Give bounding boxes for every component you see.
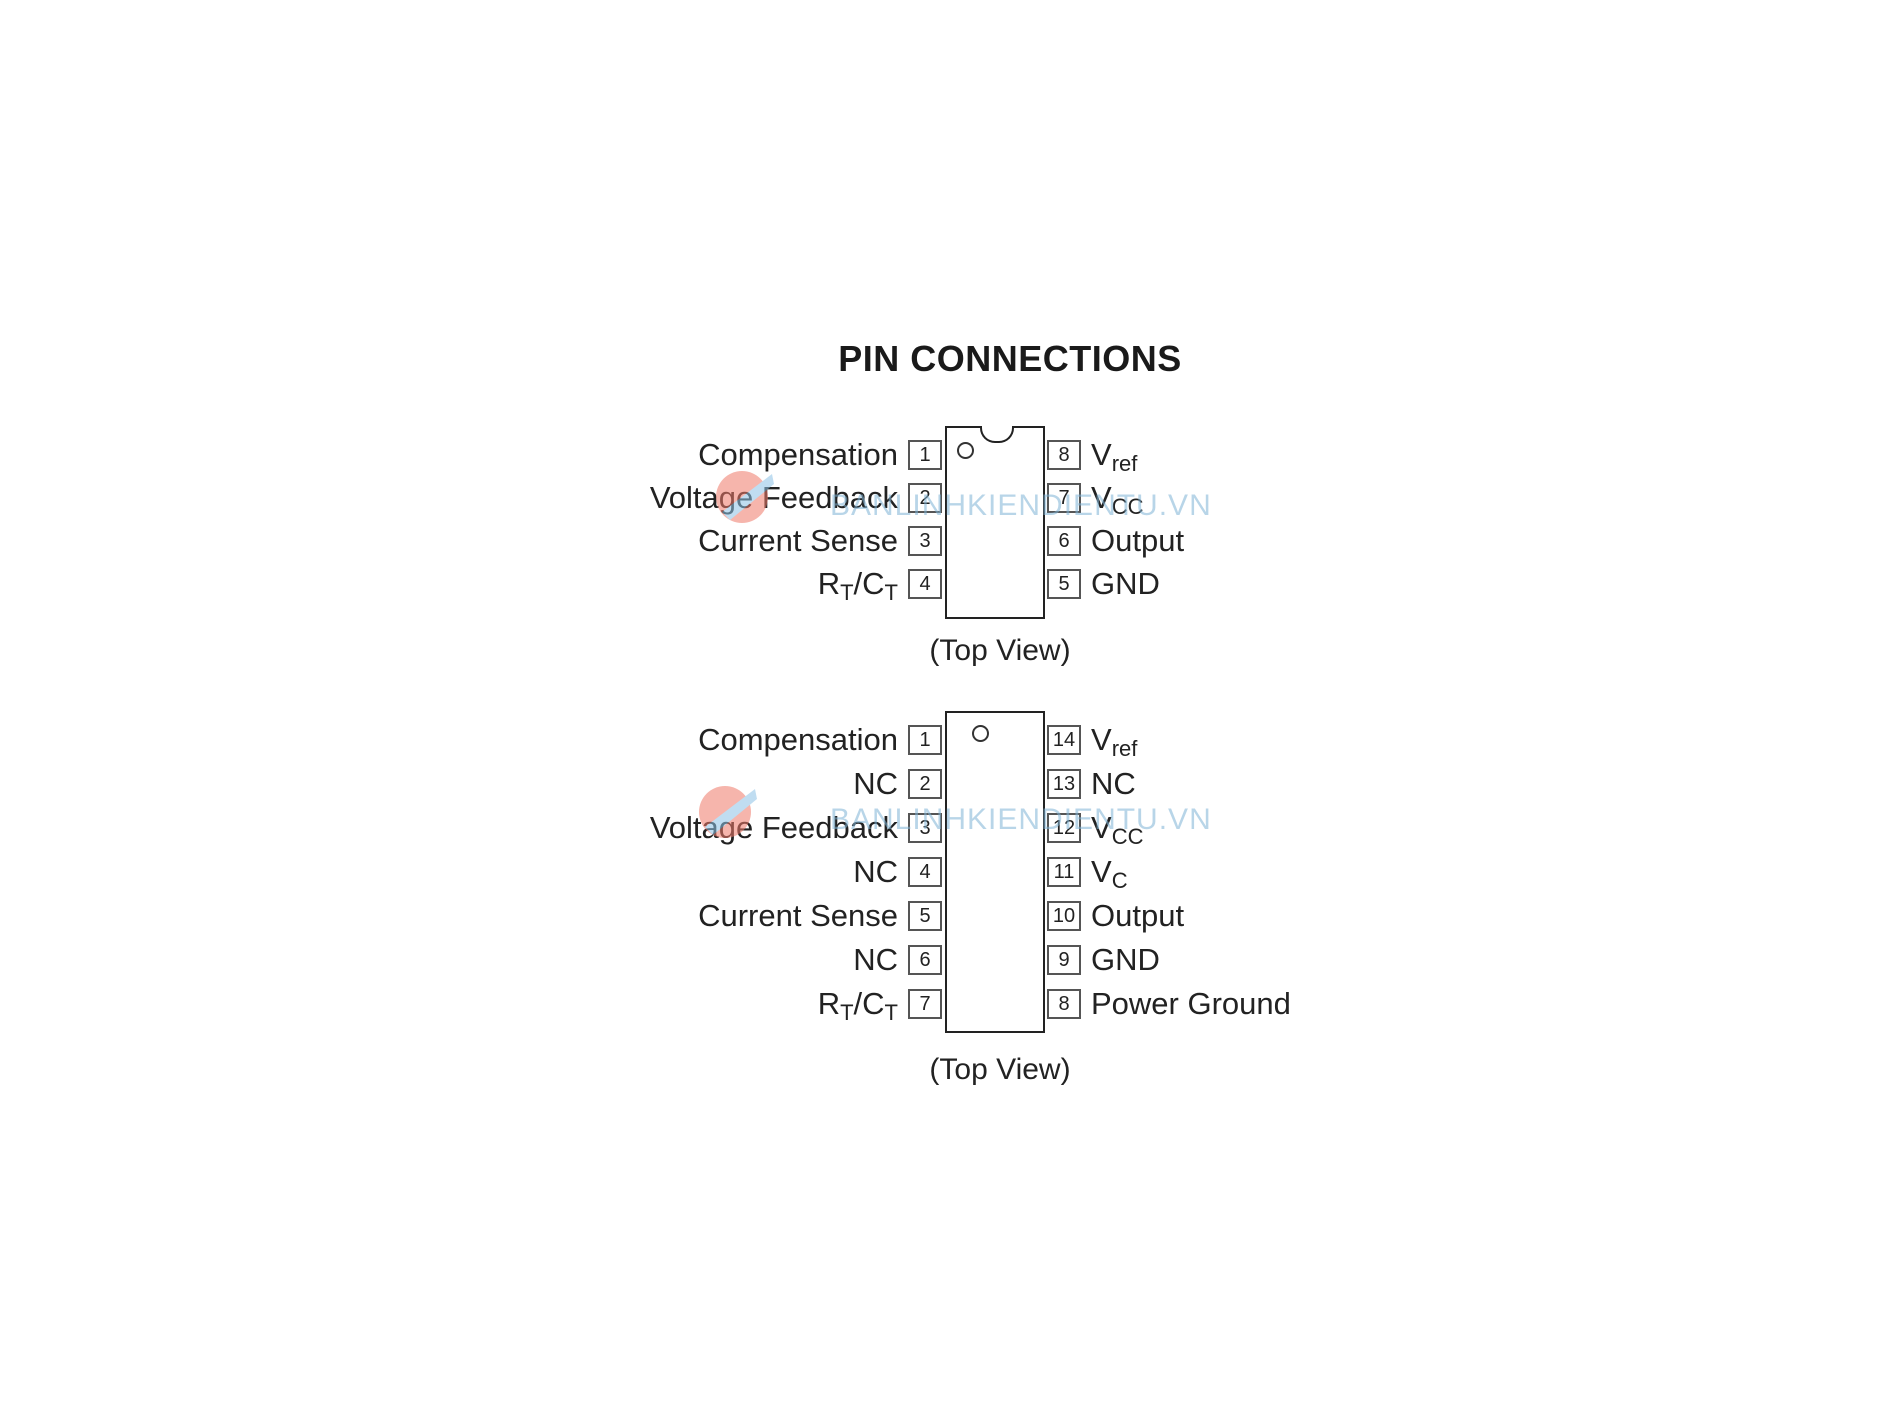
pin-label-text: R bbox=[817, 566, 841, 601]
pin-label-text: GND bbox=[1091, 942, 1160, 977]
pin-label: Compensation bbox=[638, 720, 898, 760]
pin1-dot-icon bbox=[972, 725, 989, 742]
pin-label-text: /C bbox=[853, 986, 885, 1021]
pin-label-subscript: C bbox=[1111, 868, 1128, 893]
pin-label-text: Voltage Feedback bbox=[649, 810, 898, 845]
pin-label-subscript: CC bbox=[1111, 494, 1144, 519]
pin-label-text: NC bbox=[853, 854, 898, 889]
pin-label: GND bbox=[1091, 940, 1351, 980]
pin-number: 6 bbox=[1047, 526, 1081, 556]
pin-number: 2 bbox=[908, 769, 942, 799]
pin-label: Output bbox=[1091, 521, 1351, 561]
pin-label: VC bbox=[1091, 852, 1351, 901]
pin-number: 14 bbox=[1047, 725, 1081, 755]
pin-number: 13 bbox=[1047, 769, 1081, 799]
pin-label-text: R bbox=[817, 986, 841, 1021]
pin1-dot-icon bbox=[957, 442, 974, 459]
pin-label-subscript: T bbox=[840, 1000, 854, 1025]
pin-label-text: Compensation bbox=[698, 437, 898, 472]
caption-top-view-8: (Top View) bbox=[929, 634, 1071, 667]
pin-number: 4 bbox=[908, 857, 942, 887]
pin-label-subscript: CC bbox=[1111, 824, 1144, 849]
pin-label: Current Sense bbox=[638, 521, 898, 561]
pin-label-subscript: T bbox=[840, 580, 854, 605]
pin-number: 10 bbox=[1047, 901, 1081, 931]
pin-label-subscript: ref bbox=[1111, 451, 1138, 476]
pin-label: Vref bbox=[1091, 435, 1351, 484]
pin-number: 1 bbox=[908, 725, 942, 755]
pin-label-text: Current Sense bbox=[698, 523, 898, 558]
pin-label: Voltage Feedback bbox=[638, 478, 898, 518]
pin-label-subscript: T bbox=[884, 1000, 898, 1025]
pin-label: GND bbox=[1091, 564, 1351, 604]
pin-label-text: Power Ground bbox=[1091, 986, 1291, 1021]
pin-number: 1 bbox=[908, 440, 942, 470]
pin-label-text: NC bbox=[853, 766, 898, 801]
pin-label-text: Compensation bbox=[698, 722, 898, 757]
pin-label: NC bbox=[638, 764, 898, 804]
pin-label-text: V bbox=[1091, 480, 1112, 515]
pin-number: 4 bbox=[908, 569, 942, 599]
chip-body-14 bbox=[945, 711, 1045, 1033]
pin-label: Vref bbox=[1091, 720, 1351, 769]
watermark-logo-icon bbox=[716, 471, 774, 523]
pin-number: 5 bbox=[1047, 569, 1081, 599]
pin-number: 3 bbox=[908, 526, 942, 556]
pin-label-text: NC bbox=[1091, 766, 1136, 801]
pin-label-text: Output bbox=[1091, 523, 1185, 558]
pin-label-text: Voltage Feedback bbox=[649, 480, 898, 515]
pin-label-subscript: ref bbox=[1111, 736, 1138, 761]
pin-label: Voltage Feedback bbox=[638, 808, 898, 848]
pin-label-text: NC bbox=[853, 942, 898, 977]
pin-label-text: Output bbox=[1091, 898, 1185, 933]
pin-number: 8 bbox=[1047, 989, 1081, 1019]
pin-label-text: V bbox=[1091, 722, 1112, 757]
pin-number: 3 bbox=[908, 813, 942, 843]
pin-label: VCC bbox=[1091, 478, 1351, 527]
watermark-logo-icon bbox=[699, 786, 757, 838]
caption-top-view-14: (Top View) bbox=[929, 1053, 1071, 1086]
pin-label: Power Ground bbox=[1091, 984, 1351, 1024]
pin-number: 2 bbox=[908, 483, 942, 513]
watermark-text: BANLINHKIENDIENTU.VN bbox=[830, 489, 1212, 522]
pin-label-text: V bbox=[1091, 854, 1112, 889]
pin-label-text: Current Sense bbox=[698, 898, 898, 933]
pin-label: RT/CT bbox=[638, 564, 898, 613]
pin-label-text: V bbox=[1091, 437, 1112, 472]
pin-label-subscript: T bbox=[884, 580, 898, 605]
pin-label: Current Sense bbox=[638, 896, 898, 936]
pin-number: 8 bbox=[1047, 440, 1081, 470]
watermark-text: BANLINHKIENDIENTU.VN bbox=[830, 803, 1212, 836]
pin-label: NC bbox=[638, 852, 898, 892]
pin-label-text: GND bbox=[1091, 566, 1160, 601]
page-title: PIN CONNECTIONS bbox=[838, 338, 1182, 379]
pin-label: NC bbox=[638, 940, 898, 980]
pin-number: 7 bbox=[908, 989, 942, 1019]
pin-number: 7 bbox=[1047, 483, 1081, 513]
pin-number: 5 bbox=[908, 901, 942, 931]
pin-label: Output bbox=[1091, 896, 1351, 936]
pin-label: RT/CT bbox=[638, 984, 898, 1033]
pin-number: 11 bbox=[1047, 857, 1081, 887]
pin-label: NC bbox=[1091, 764, 1351, 804]
pin-label: Compensation bbox=[638, 435, 898, 475]
pin-number: 6 bbox=[908, 945, 942, 975]
pin-label-text: V bbox=[1091, 810, 1112, 845]
pin-label: VCC bbox=[1091, 808, 1351, 857]
pin-number: 12 bbox=[1047, 813, 1081, 843]
pin-label-text: /C bbox=[853, 566, 885, 601]
pin-number: 9 bbox=[1047, 945, 1081, 975]
